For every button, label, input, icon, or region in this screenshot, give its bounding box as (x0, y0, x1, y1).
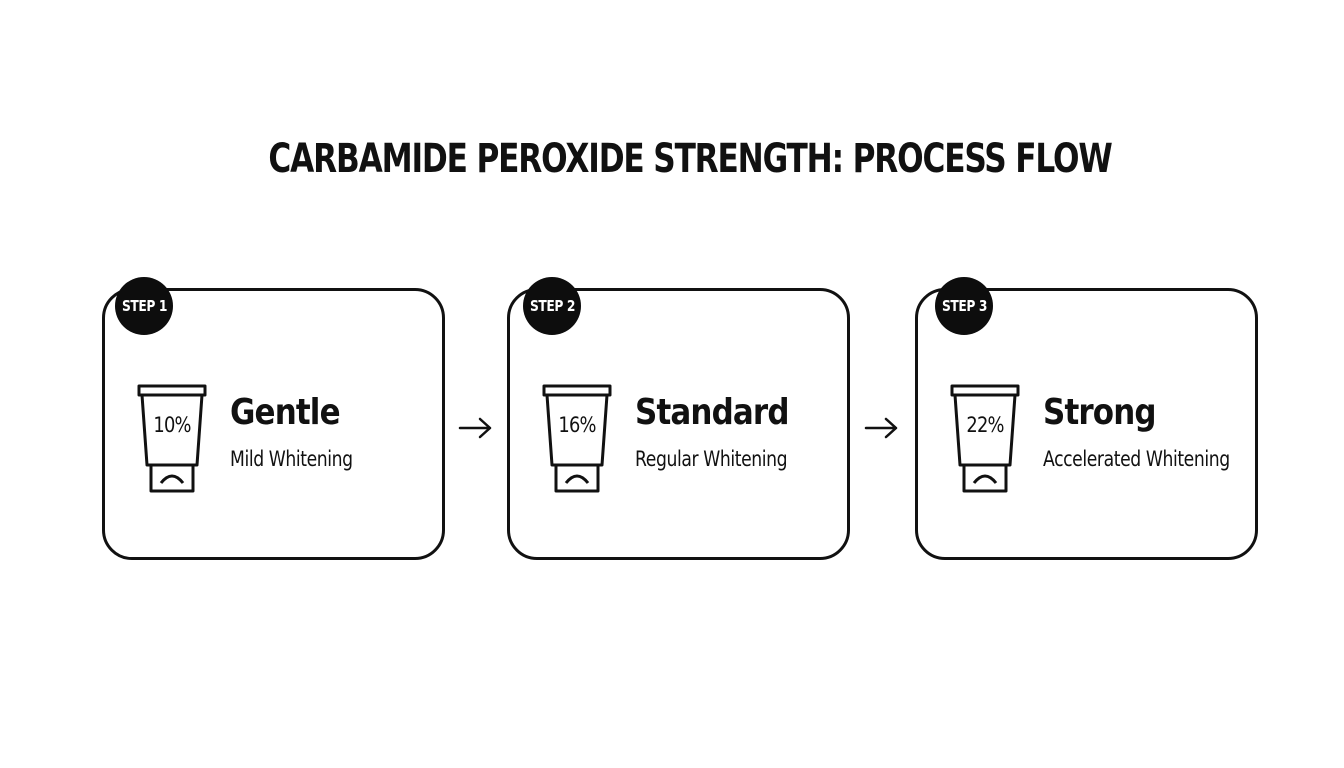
tube-icon (950, 384, 1020, 493)
step-badge-3: STEP 3 (935, 277, 993, 335)
step-badge-1: STEP 1 (115, 277, 173, 335)
step-badge-label: STEP 2 (529, 297, 575, 315)
step-badge-label: STEP 3 (941, 297, 987, 315)
step-badge-label: STEP 1 (121, 297, 167, 315)
arrow-right-icon (864, 417, 898, 439)
step-percent: 16% (558, 413, 596, 437)
step-percent: 22% (966, 413, 1004, 437)
step-card-1: 10% Gentle Mild Whitening (102, 288, 445, 560)
arrow-right-icon (458, 417, 492, 439)
step-description: Mild Whitening (230, 447, 353, 471)
step-name: Standard (635, 392, 790, 433)
step-name: Strong (1043, 392, 1157, 433)
step-description: Regular Whitening (635, 447, 788, 471)
tube-icon (542, 384, 612, 493)
step-card-2: 16% Standard Regular Whitening (507, 288, 850, 560)
step-name: Gentle (230, 392, 341, 433)
diagram-title: CARBAMIDE PEROXIDE STRENGTH: PROCESS FLO… (268, 136, 1112, 182)
tube-icon (137, 384, 207, 493)
step-badge-2: STEP 2 (523, 277, 581, 335)
step-percent: 10% (153, 413, 191, 437)
step-description: Accelerated Whitening (1043, 447, 1230, 471)
